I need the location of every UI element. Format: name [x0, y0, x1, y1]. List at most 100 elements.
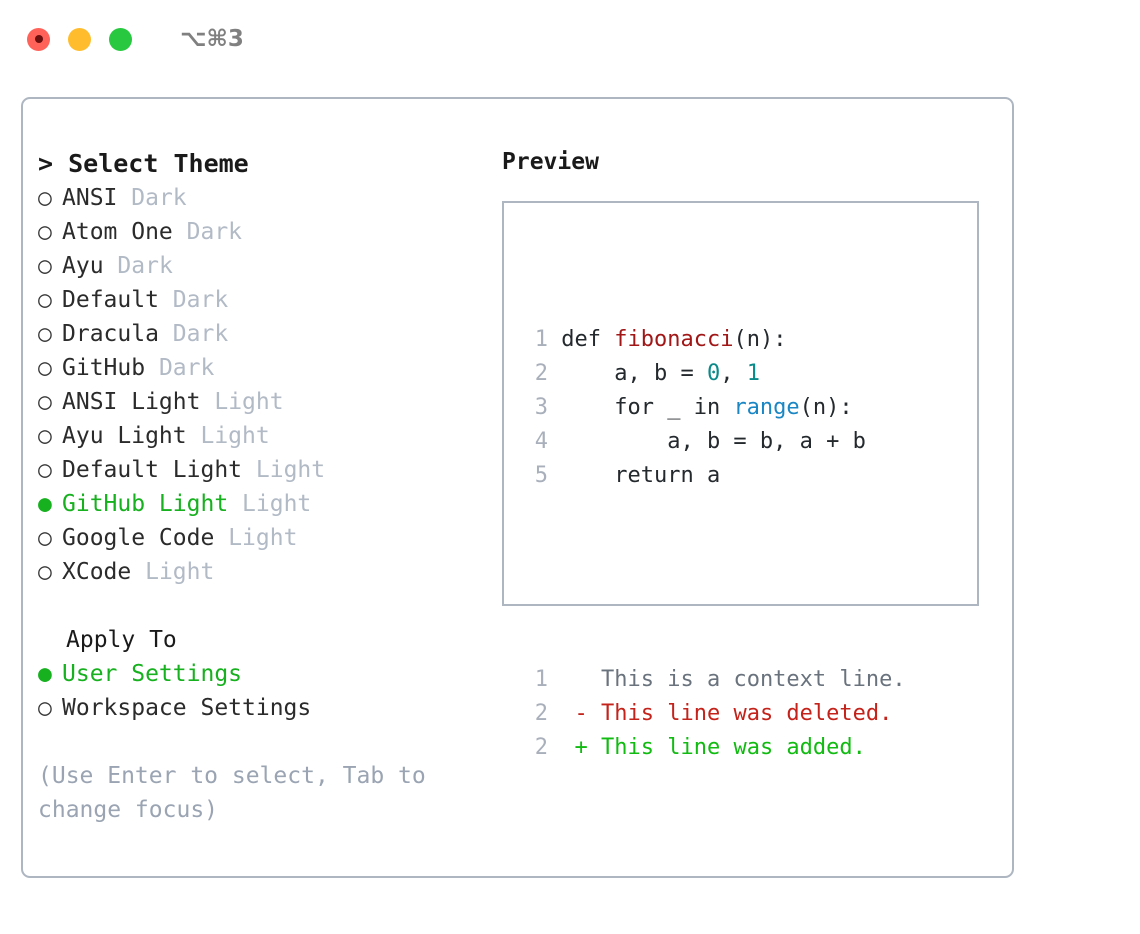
radio-unselected-icon: ○ [38, 253, 52, 279]
line-number: 1 [534, 667, 548, 692]
title-bar: ⌥⌘3 [0, 0, 1140, 78]
code-token: range [733, 395, 800, 420]
code-line: 5 return a [522, 459, 906, 493]
theme-picker-column: > Select Theme ○ANSI Dark○Atom One Dark○… [38, 147, 498, 827]
theme-option-ayu-light[interactable]: ○Ayu Light Light [38, 419, 498, 453]
theme-option-label: Google Code [62, 525, 215, 551]
radio-unselected-icon: ○ [38, 457, 52, 483]
code-token: , [720, 361, 747, 386]
recording-indicator-icon [34, 35, 43, 43]
theme-option-label: Ayu [62, 253, 104, 279]
theme-list: ○ANSI Dark○Atom One Dark○Ayu Dark○Defaul… [38, 181, 498, 589]
keyboard-hint-text: (Use Enter to select, Tab to change focu… [38, 763, 426, 823]
radio-unselected-icon: ○ [38, 287, 52, 313]
apply-to-option-label: User Settings [62, 661, 243, 687]
diff-text: This line was added. [601, 735, 866, 760]
theme-option-github-light[interactable]: ● GitHub Light Light [38, 487, 498, 521]
line-number: 5 [534, 463, 548, 488]
diff-marker [575, 667, 602, 692]
radio-selected-icon: ● [38, 661, 52, 687]
theme-option-ayu[interactable]: ○ Ayu Dark [38, 249, 498, 283]
theme-option-label: Ayu Light [62, 423, 187, 449]
theme-option-github[interactable]: ○GitHub Dark [38, 351, 498, 385]
theme-option-label: GitHub [62, 355, 146, 381]
maximize-button[interactable] [109, 27, 132, 51]
diff-line-ctx: 1 This is a context line. [522, 663, 906, 697]
minimize-button[interactable] [68, 27, 91, 51]
theme-option-label: ANSI [62, 185, 118, 211]
theme-variant-label: Light [200, 423, 270, 449]
theme-option-atom-one[interactable]: ○ Atom One Dark [38, 215, 498, 249]
theme-variant-label: Dark [172, 287, 229, 313]
apply-to-option-label: Workspace Settings [62, 695, 312, 721]
apply-to-list: ● User Settings ○ Workspace Settings [38, 657, 498, 725]
theme-option-label: Atom One [62, 219, 173, 245]
diff-marker: - [574, 701, 601, 726]
radio-unselected-icon: ○ [38, 695, 52, 721]
close-button[interactable] [27, 27, 50, 51]
theme-option-label: Dracula [62, 321, 159, 347]
diff-text: This line was deleted. [601, 701, 893, 726]
theme-variant-label: Dark [172, 321, 229, 347]
main-panel: > Select Theme ○ANSI Dark○Atom One Dark○… [21, 97, 1014, 878]
theme-option-google-code[interactable]: ○Google Code Light [38, 521, 498, 555]
diff-line-add: 2 + This line was added. [522, 731, 906, 765]
code-token: a, b = [561, 361, 707, 386]
theme-option-label: ANSI Light [62, 389, 201, 415]
preview-column: Preview 1 def fibonacci(n):2 a, b = 0, 1… [502, 147, 992, 760]
select-theme-header: > Select Theme [38, 149, 249, 178]
diff-marker: + [574, 735, 601, 760]
theme-option-label: Default Light [62, 457, 243, 483]
line-number: 2 [534, 361, 548, 386]
line-number: 2 [534, 701, 548, 726]
apply-to-option-user-settings[interactable]: ● User Settings [38, 657, 498, 691]
theme-option-ansi[interactable]: ○ANSI Dark [38, 181, 498, 215]
theme-option-label: XCode [62, 559, 132, 585]
diff-block: 1 This is a context line.2 - This line w… [522, 663, 906, 765]
radio-unselected-icon: ○ [38, 219, 52, 245]
radio-unselected-icon: ○ [38, 321, 52, 347]
code-token: (n): [799, 395, 853, 420]
code-token: a, b = b, a + b [561, 429, 866, 454]
theme-variant-label: Dark [131, 185, 187, 211]
theme-option-default[interactable]: ○ Default Dark [38, 283, 498, 317]
theme-option-label: Default [62, 287, 159, 313]
radio-selected-icon: ● [38, 491, 52, 517]
line-number: 3 [534, 395, 548, 420]
theme-option-ansi-light[interactable]: ○ ANSI Light Light [38, 385, 498, 419]
code-token: fibonacci [614, 327, 734, 352]
theme-option-xcode[interactable]: ○ XCode Light [38, 555, 498, 589]
theme-option-default-light[interactable]: ○ Default Light Light [38, 453, 498, 487]
code-line: 2 a, b = 0, 1 [522, 357, 906, 391]
radio-unselected-icon: ○ [38, 355, 52, 381]
code-token: for _ in [561, 395, 734, 420]
theme-variant-label: Light [242, 491, 312, 517]
theme-variant-label: Dark [186, 219, 243, 245]
theme-variant-label: Light [145, 559, 215, 585]
line-number: 2 [534, 735, 548, 760]
radio-unselected-icon: ○ [38, 559, 52, 585]
code-token: return a [561, 463, 721, 488]
theme-option-label: GitHub Light [62, 491, 229, 517]
traffic-lights [27, 27, 132, 51]
code-token: (n): [733, 327, 787, 352]
line-number: 4 [534, 429, 548, 454]
theme-variant-label: Light [228, 525, 298, 551]
theme-option-dracula[interactable]: ○ Dracula Dark [38, 317, 498, 351]
code-token: def [561, 327, 615, 352]
theme-variant-label: Light [255, 457, 326, 483]
radio-unselected-icon: ○ [38, 389, 52, 415]
apply-to-option-workspace-settings[interactable]: ○ Workspace Settings [38, 691, 498, 725]
code-spacer [522, 561, 906, 595]
diff-text: This is a context line. [601, 667, 906, 692]
apply-to-title: Apply To [66, 627, 177, 653]
theme-variant-label: Light [214, 389, 284, 415]
diff-line-del: 2 - This line was deleted. [522, 697, 906, 731]
theme-variant-label: Dark [117, 253, 173, 279]
line-number: 1 [534, 327, 548, 352]
code-line: 3 for _ in range(n): [522, 391, 906, 425]
